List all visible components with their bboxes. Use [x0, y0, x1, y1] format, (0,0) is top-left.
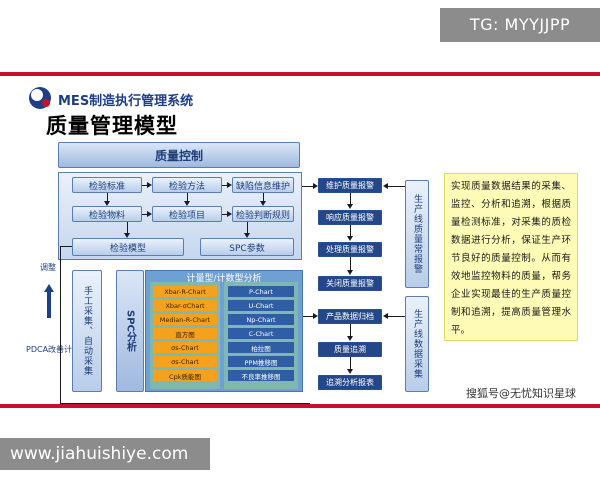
spc-right-item-3: Np-Chart [228, 314, 294, 325]
grid-box-2: 检验方法 [152, 177, 222, 193]
loop-line-left [60, 246, 61, 404]
sohu-watermark: 搜狐号@无忧知识星球 [466, 387, 576, 400]
production-line-collect-box: 生产线数据采集 [405, 296, 429, 392]
spc-analysis-box: SPC分析 [116, 270, 144, 392]
spc-panel-title: 计量型/计数型分析 [186, 274, 262, 284]
spc-left-item-4: 直方图 [153, 328, 217, 339]
spc-right-item-6: PPM推移图 [228, 356, 294, 367]
spc-left-item-6: σs-Chart [153, 356, 217, 367]
spc-left-item-3: Median-R-Chart [153, 314, 217, 325]
adjust-label: 调整 [40, 263, 56, 272]
spc-left-item-2: Xbar-σChart [153, 300, 217, 311]
spc-left-item-7: Cpk质能图 [153, 370, 217, 381]
description-box: 实现质量数据结果的采集、监控、分析和追溯，根据质量检测标准，对采集的质检数据进行… [444, 173, 578, 341]
spc-right-item-4: C-Chart [228, 328, 294, 339]
spc-parameter-box: SPC参数 [200, 238, 294, 256]
grid-box-6: 检验判断规则 [232, 206, 294, 222]
grid-box-5: 检验项目 [152, 206, 222, 222]
spc-left-item-1: Xbar-R-Chart [153, 286, 217, 297]
spc-right-item-5: 柏拉图 [228, 342, 294, 353]
up-arrow-icon [44, 284, 54, 318]
flow-alarm-3: 处理质量报警 [318, 242, 382, 257]
manual-auto-collect-box: 手工采集、自动采集 [72, 270, 102, 392]
flow-alarm-1: 维护质量报警 [318, 178, 382, 193]
top-red-bar [0, 72, 600, 76]
inspection-model-box: 检验模型 [72, 238, 184, 256]
bottom-red-bar [0, 404, 600, 408]
grid-box-4: 检验物料 [72, 206, 142, 222]
watermark-bottom: www.jiahuishiye.com [0, 438, 210, 470]
flow-alarm-4: 关闭质量报警 [318, 276, 382, 291]
flow-data-3: 追溯分析报表 [318, 375, 382, 390]
flow-data-2: 质量追溯 [318, 342, 382, 357]
watermark-top: TG: MYYJJPP [440, 8, 600, 42]
spc-right-item-7: 不良率推移图 [228, 370, 294, 381]
quality-control-box: 质量控制 [58, 142, 300, 168]
spc-left-item-5: σs-Chart [153, 342, 217, 353]
system-title: MES制造执行管理系统 [58, 94, 194, 109]
grid-box-3: 缺陷信息维护 [232, 177, 294, 193]
page-title: 质量管理模型 [46, 114, 178, 138]
grid-box-1: 检验标准 [72, 177, 142, 193]
flow-alarm-2: 响应质量报警 [318, 210, 382, 225]
pdca-label: PDCA改善计划 [26, 345, 81, 354]
spc-right-item-1: P-Chart [228, 286, 294, 297]
flow-data-1: 产品数据归档 [318, 309, 382, 324]
mes-logo-icon [29, 87, 51, 109]
spc-right-item-2: U-Chart [228, 300, 294, 311]
production-line-alarm-box: 生产线质量常报警 [405, 180, 429, 288]
